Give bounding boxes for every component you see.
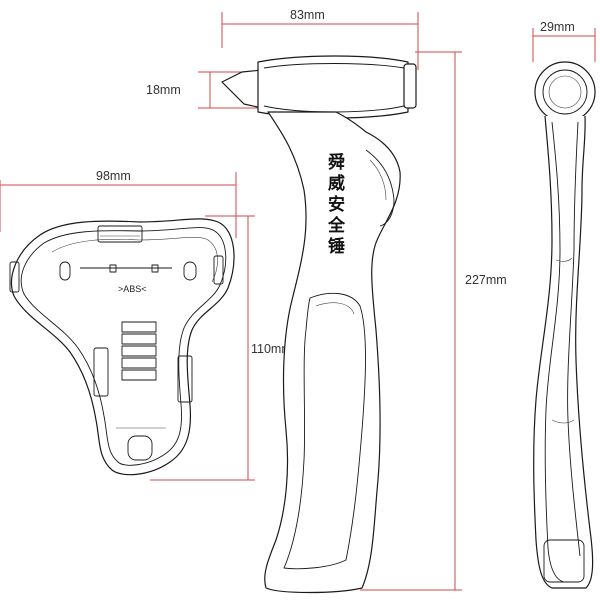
dim-label-hammer-length: 227mm xyxy=(465,273,507,287)
brand-char-1: 舜 xyxy=(328,152,345,173)
side-view-drawing xyxy=(533,61,596,589)
dim-label-hammer-width: 83mm xyxy=(290,8,325,22)
brand-char-2: 威 xyxy=(328,173,345,194)
holder-material-mark: >ABS< xyxy=(118,284,147,294)
dim-label-head-height: 18mm xyxy=(146,83,181,97)
dim-label-holder-width: 98mm xyxy=(96,169,131,183)
brand-char-4: 全 xyxy=(327,215,346,236)
brand-char-3: 安 xyxy=(328,194,345,215)
holder-drawing: >ABS< xyxy=(9,218,235,476)
dim-label-holder-height: 110mm xyxy=(251,342,292,356)
dim-label-side-width: 29mm xyxy=(540,20,575,34)
dimension-lines xyxy=(0,12,596,591)
hammer-drawing: 舜 威 安 全 锤 xyxy=(221,55,417,594)
brand-char-5: 锤 xyxy=(328,236,345,257)
holder-grip-ribs xyxy=(121,321,157,381)
